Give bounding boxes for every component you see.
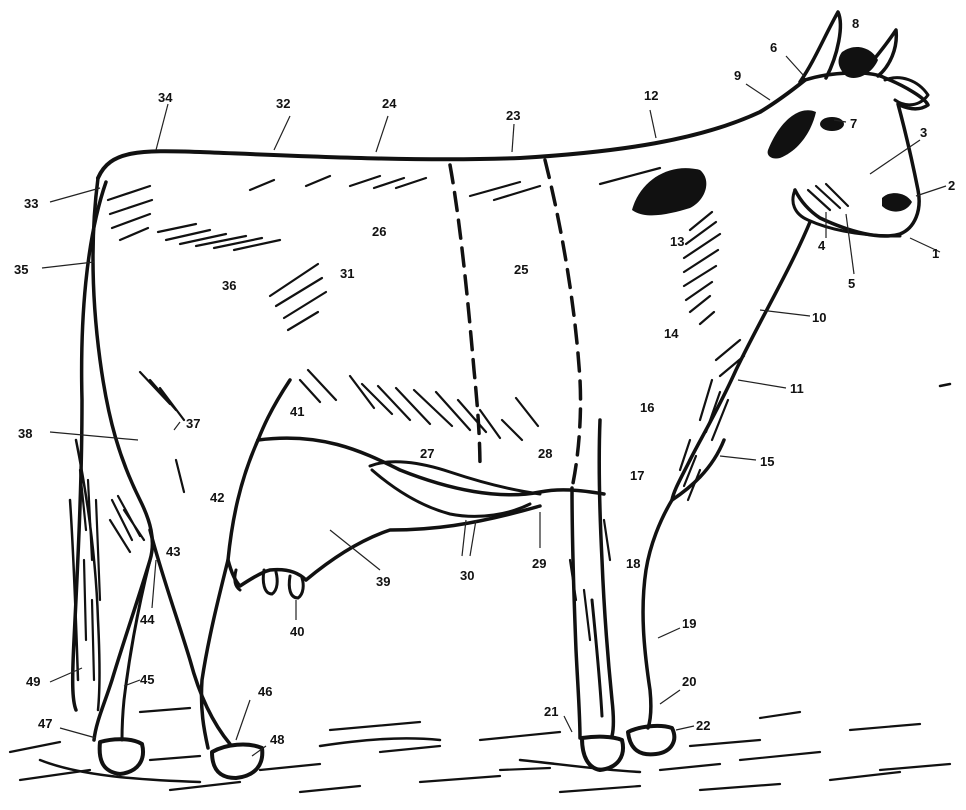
label-9: 9: [734, 68, 741, 83]
label-16: 16: [640, 400, 654, 415]
label-5: 5: [848, 276, 855, 291]
label-41: 41: [290, 404, 304, 419]
head-outline: [795, 73, 928, 236]
label-6: 6: [770, 40, 777, 55]
label-2: 2: [948, 178, 955, 193]
label-32: 32: [276, 96, 290, 111]
label-4: 4: [818, 238, 826, 253]
nostril: [882, 193, 912, 212]
label-45: 45: [140, 672, 154, 687]
label-15: 15: [760, 454, 774, 469]
label-47: 47: [38, 716, 52, 731]
front-leg-far: [572, 488, 580, 738]
neck-hatch: [684, 212, 720, 324]
label-37: 37: [186, 416, 200, 431]
label-26: 26: [372, 224, 386, 239]
ground-outline: [40, 384, 950, 782]
label-28: 28: [538, 446, 552, 461]
hind-leg-far-inner: [122, 560, 150, 740]
tail-hatch: [80, 470, 100, 680]
label-43: 43: [166, 544, 180, 559]
chest-front: [643, 500, 672, 728]
label-18: 18: [626, 556, 640, 571]
hindquarter-front: [258, 380, 290, 440]
label-7: 7: [850, 116, 857, 131]
hind-leg-far: [93, 178, 152, 740]
label-20: 20: [682, 674, 696, 689]
rump-hatch: [108, 186, 152, 240]
label-49: 49: [26, 674, 40, 689]
leader-lines: [42, 56, 946, 756]
label-34: 34: [158, 90, 173, 105]
label-35: 35: [14, 262, 28, 277]
front-hoof-far: [582, 737, 623, 770]
label-44: 44: [140, 612, 155, 627]
shoulder-patch: [632, 168, 706, 215]
label-36: 36: [222, 278, 236, 293]
thigh-hatch: [140, 372, 184, 492]
label-12: 12: [644, 88, 658, 103]
label-29: 29: [532, 556, 546, 571]
eye: [820, 117, 844, 131]
label-46: 46: [258, 684, 272, 699]
label-42: 42: [210, 490, 224, 505]
front-leg-far-inner: [592, 600, 602, 716]
label-14: 14: [664, 326, 679, 341]
label-10: 10: [812, 310, 826, 325]
dewlap-hatch: [700, 340, 744, 440]
cheek-hatch: [808, 184, 848, 210]
part-labels: 1 2 3 4 5 6 7 8 9 10 11 12 13 14 15 16 1…: [14, 16, 955, 747]
label-11: 11: [790, 381, 804, 396]
label-30: 30: [460, 568, 474, 583]
label-19: 19: [682, 616, 696, 631]
label-27: 27: [420, 446, 434, 461]
label-8: 8: [852, 16, 859, 31]
flank-hatch-top: [158, 224, 280, 250]
label-38: 38: [18, 426, 32, 441]
label-3: 3: [920, 125, 927, 140]
label-23: 23: [506, 108, 520, 123]
label-48: 48: [270, 732, 284, 747]
topline: [98, 80, 805, 178]
hind-hoof-near: [212, 745, 262, 778]
label-25: 25: [514, 262, 528, 277]
head-patch-cheek: [768, 110, 816, 158]
teat-3: [289, 576, 303, 598]
girth-line-front: [545, 160, 581, 488]
label-39: 39: [376, 574, 390, 589]
label-40: 40: [290, 624, 304, 639]
belly-hatch: [300, 370, 538, 440]
front-hoof-near: [628, 726, 674, 754]
label-21: 21: [544, 704, 558, 719]
label-17: 17: [630, 468, 644, 483]
label-13: 13: [670, 234, 684, 249]
label-22: 22: [696, 718, 710, 733]
hind-hoof-far: [100, 739, 143, 774]
hock-hatch: [110, 496, 144, 552]
left-horn: [800, 12, 840, 82]
label-24: 24: [382, 96, 397, 111]
hind-leg-near-back: [150, 530, 230, 744]
label-1: 1: [932, 246, 939, 261]
label-31: 31: [340, 266, 354, 281]
hip-hatch: [270, 264, 326, 330]
teat-2: [263, 570, 277, 594]
label-33: 33: [24, 196, 38, 211]
